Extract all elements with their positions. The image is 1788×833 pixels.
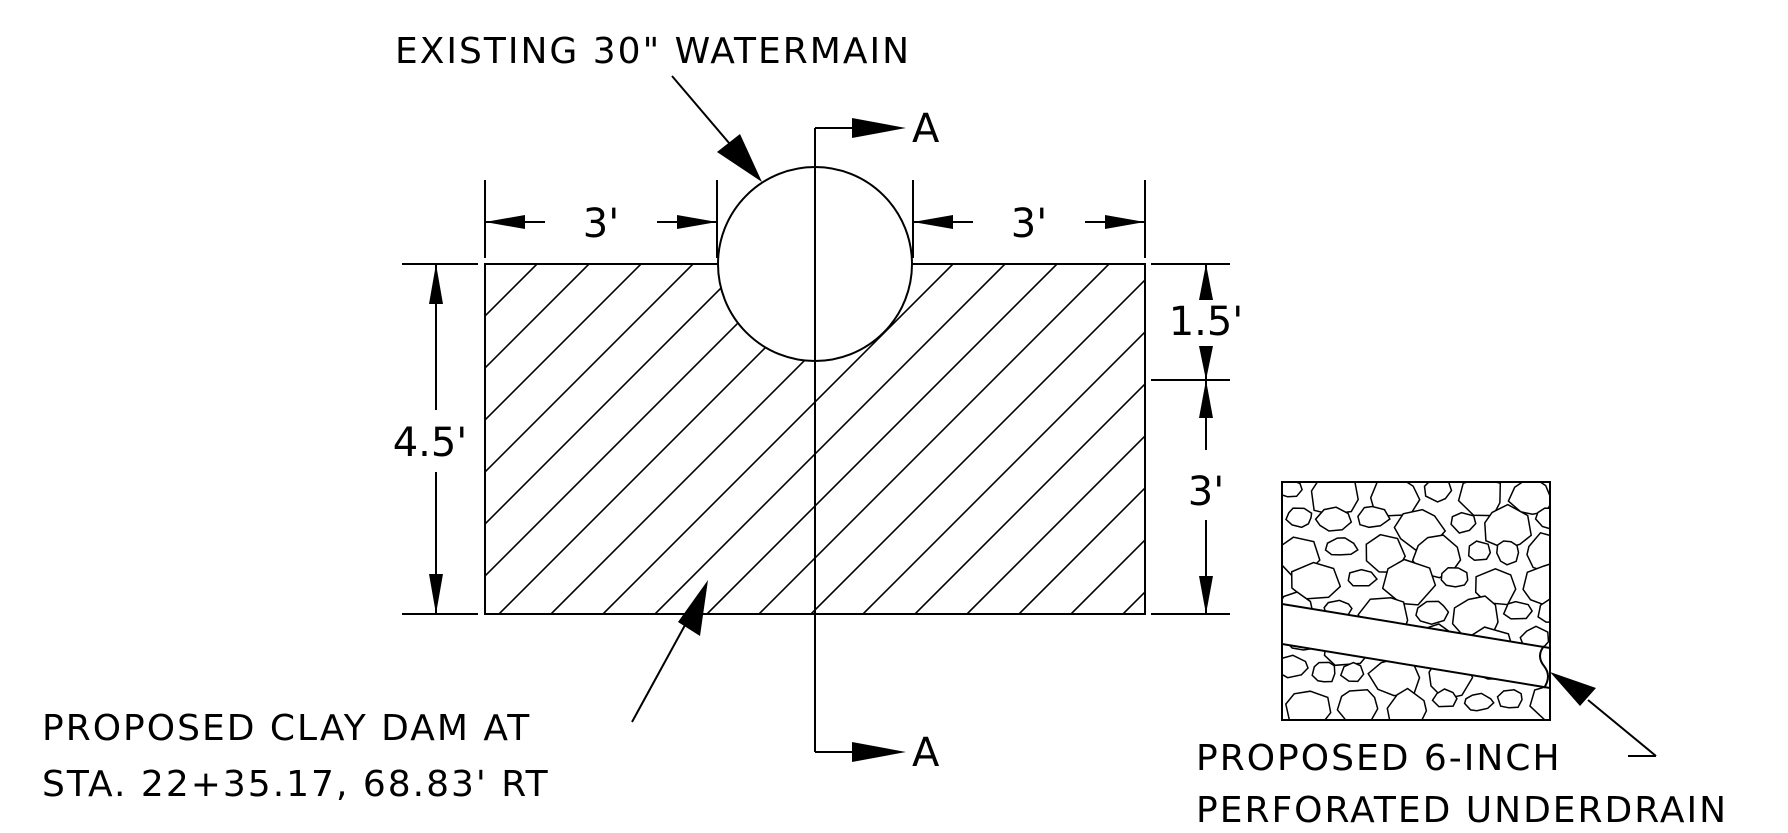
gravel-stone [1339,661,1365,683]
gravel-stone [1496,540,1520,566]
gravel-stone [1526,531,1550,575]
gravel-stone [1496,689,1523,709]
label-clay-dam-line2: STA. 22+35.17, 68.83' RT [42,764,550,805]
pipe-end-break [1539,645,1549,689]
left-height-dimension [402,263,478,615]
hatch-line [914,382,1145,614]
hatch-line [602,264,954,614]
hatch-line [1018,486,1145,614]
gravel-stone [1566,512,1601,531]
gravel-stone [1569,595,1613,635]
watermain-leader [671,75,762,182]
gravel-stone [1463,692,1495,712]
gravel-stone [1537,598,1550,623]
clay-dam-leader [631,580,708,723]
hatch-line [862,330,1145,614]
gravel-stone [1502,600,1534,620]
gravel-rock-pattern [1282,473,1613,720]
gravel-stone [1450,511,1477,534]
hatch-line [485,264,642,422]
dim-upper-right-height: 1.5' [1169,299,1244,345]
gravel-stone [1555,628,1588,650]
gravel-stone [1522,563,1550,608]
gravel-stone [1282,654,1309,679]
gravel-stone [1386,687,1428,720]
gravel-stone [1415,600,1450,625]
hatch-line [966,434,1145,614]
hatch-line [706,264,1058,614]
section-label-top: A [912,106,940,152]
gravel-stone [1561,473,1602,514]
section-label-bottom: A [912,730,940,776]
right-height-dimensions [1151,263,1230,615]
dim-total-height: 4.5' [393,420,468,466]
label-underdrain-line2: PERFORATED UNDERDRAIN [1196,790,1728,831]
label-underdrain-line1: PROPOSED 6-INCH [1196,738,1562,779]
underdrain-detail [1281,473,1613,721]
hatch-line [1070,538,1145,614]
hatch-line [485,264,746,526]
section-cut-line [814,118,906,762]
underdrain-leader [1550,672,1657,757]
clay-hatch-pattern [485,264,1145,614]
gravel-stone [1440,566,1469,588]
dim-right-width: 3' [1011,201,1047,247]
gravel-stone [1314,506,1353,532]
section-arrow-top [852,118,906,138]
gravel-stone [1347,568,1379,587]
gravel-stone [1290,561,1342,600]
gravel-stone [1284,690,1332,720]
hatch-line [810,278,1145,614]
gravel-stone [1381,558,1437,606]
hatch-line [758,264,1110,614]
gravel-stone [1336,689,1379,720]
gravel-stone [1311,661,1336,683]
gravel-stone [1534,507,1550,530]
dim-lower-right-height: 3' [1188,469,1224,515]
gravel-stone [1529,684,1550,720]
hatch-line [654,264,1006,614]
hatch-line [485,264,590,370]
gravel-stone [1285,507,1313,529]
gravel-stone [1457,482,1502,517]
top-dimension-lines [484,180,1146,258]
section-arrow-bottom [852,742,906,762]
hatch-line [485,264,694,474]
gravel-stone [1357,505,1391,529]
dim-left-width: 3' [583,201,619,247]
gravel-stone [1467,540,1492,561]
label-clay-dam-line1: PROPOSED CLAY DAM AT [42,708,531,749]
gravel-stone [1324,537,1359,556]
label-existing-watermain: EXISTING 30" WATERMAIN [395,31,911,72]
gravel-stone [1431,688,1458,708]
gravel-stone [1423,482,1453,503]
